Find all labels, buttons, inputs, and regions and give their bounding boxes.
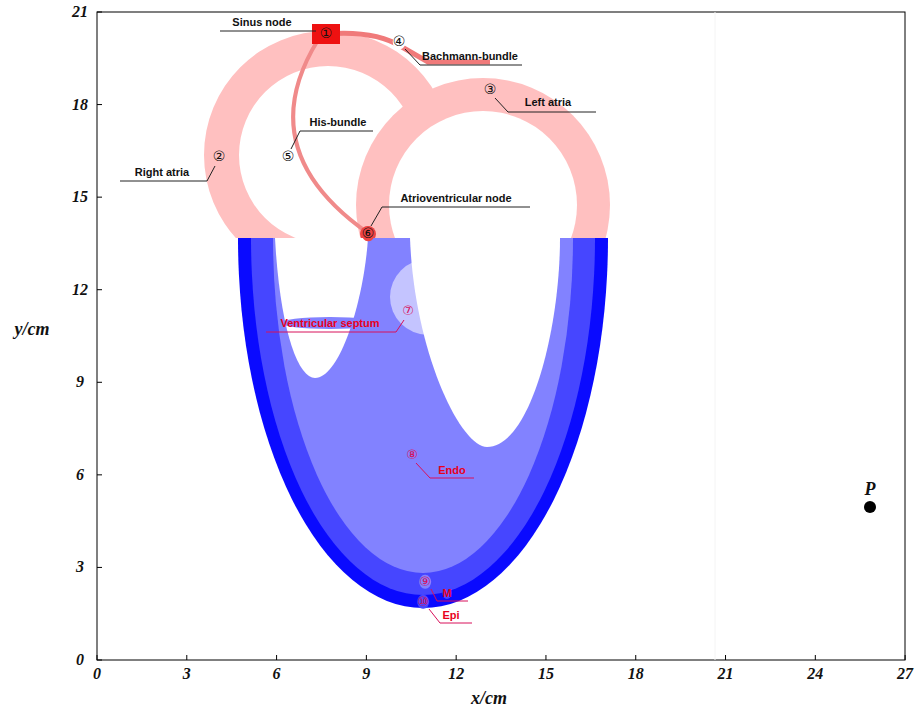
leader-lines	[120, 31, 596, 226]
part-name: Endo	[438, 464, 466, 476]
atria	[204, 31, 610, 238]
leader-line	[371, 207, 530, 226]
tick-mark	[186, 655, 187, 660]
leader-line	[405, 49, 522, 65]
tick-mark	[815, 655, 816, 660]
tick-label: 15	[72, 188, 88, 206]
tick-mark	[545, 655, 546, 660]
point-marker	[864, 501, 876, 513]
left-ventricle-cavity	[410, 238, 560, 447]
callout-number: ②	[213, 149, 226, 164]
callout-number: ⑦	[402, 304, 414, 318]
tick-label: 18	[628, 665, 644, 683]
tick-mark	[97, 197, 102, 198]
part-name: Left atria	[525, 96, 571, 108]
tick-mark	[366, 655, 367, 660]
part-name: Right atria	[135, 166, 189, 178]
callout-number: ⑩	[417, 595, 429, 609]
part-name: Bachmann-bundle	[422, 50, 518, 62]
tick-label: 21	[72, 3, 88, 21]
left-atrium-wall	[356, 78, 610, 238]
plot-frame	[97, 12, 905, 660]
tick-mark	[635, 655, 636, 660]
tick-mark	[97, 567, 102, 568]
part-name: M	[442, 587, 451, 599]
leader-line	[120, 166, 215, 181]
tick-label: 0	[93, 665, 101, 683]
tick-label: 6	[76, 466, 84, 484]
tick-label: 3	[183, 665, 191, 683]
tick-label: 15	[538, 665, 554, 683]
part-name: Epi	[442, 609, 459, 621]
leader-line	[429, 609, 472, 623]
epicardium	[238, 238, 608, 608]
tick-label: 24	[807, 665, 823, 683]
tick-mark	[97, 474, 102, 475]
tick-mark	[905, 655, 906, 660]
right-ventricle-cavity	[275, 238, 368, 378]
part-name: His-bundle	[310, 116, 367, 128]
part-name: Atrioventricular node	[400, 192, 511, 204]
tick-label: 3	[76, 559, 84, 577]
callout-number: ④	[393, 34, 406, 49]
tick-mark	[725, 655, 726, 660]
tick-mark	[97, 382, 102, 383]
axis-title: y/cm	[15, 320, 50, 340]
callout-number: ⑤	[282, 149, 295, 164]
sinus-node	[312, 24, 340, 44]
tick-label: 27	[897, 665, 913, 683]
callout-number: ①	[320, 26, 333, 41]
tick-mark	[97, 104, 102, 105]
tick-label: 9	[76, 373, 84, 391]
tick-mark	[276, 655, 277, 660]
tick-mark	[456, 655, 457, 660]
tick-mark	[97, 660, 102, 661]
leader-lines	[266, 320, 474, 623]
tick-label: 12	[448, 665, 464, 683]
callout-number: ③	[484, 82, 497, 97]
axis-title: x/cm	[471, 689, 507, 709]
leader-line	[220, 31, 316, 32]
tick-label: 6	[273, 665, 281, 683]
tick-label: 0	[76, 651, 84, 669]
tick-label: 12	[72, 281, 88, 299]
left-atrium-cavity	[389, 111, 577, 238]
grid-line	[715, 12, 716, 660]
part-name: Ventricular septum	[280, 317, 379, 329]
tick-mark	[97, 289, 102, 290]
tick-label: 9	[362, 665, 370, 683]
tick-mark	[97, 12, 102, 13]
part-name: Sinus node	[232, 16, 291, 28]
his-bundle	[293, 40, 368, 233]
callout-number: ⑥	[362, 226, 375, 241]
leader-line	[291, 131, 373, 149]
endocardium	[273, 238, 573, 573]
callout-number: ⑨	[419, 575, 431, 589]
axis-ticks	[97, 12, 905, 660]
callout-number: ⑧	[406, 448, 418, 462]
leader-line	[416, 463, 474, 478]
tick-mark	[97, 655, 98, 660]
midmyocardium	[251, 238, 595, 595]
point-label: P	[865, 480, 876, 500]
tick-label: 21	[718, 665, 734, 683]
tick-label: 18	[72, 96, 88, 114]
